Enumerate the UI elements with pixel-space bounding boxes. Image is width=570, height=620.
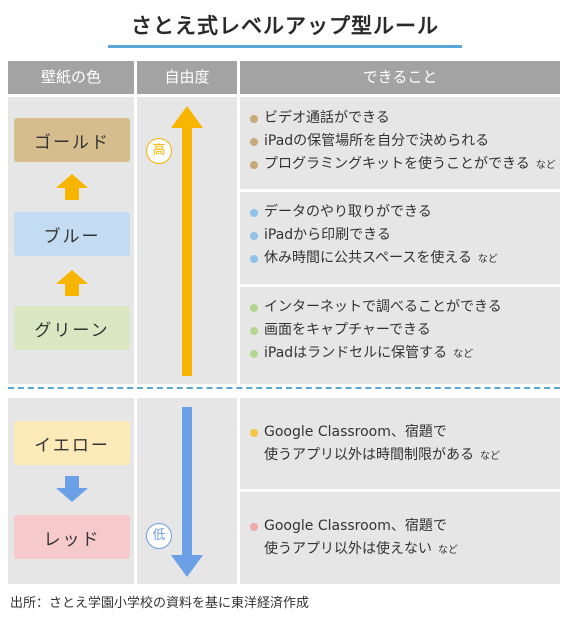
freedom-down-arrow-icon (171, 407, 203, 577)
header-freedom: 自由度 (137, 61, 237, 94)
abilities-text-yellow: Google Classroom、宿題で 使うアプリ以外は時間制限があるなど (250, 421, 560, 468)
level-gold: ゴールド (14, 118, 130, 162)
list-item: Google Classroom、宿題で (250, 515, 560, 538)
list-item: iPadはランドセルに保管するなど (250, 342, 560, 366)
freedom-low-badge: 低 (146, 523, 172, 549)
title-underline (108, 45, 462, 48)
header-level: 壁紙の色 (8, 61, 134, 94)
etc-suffix: など (438, 545, 458, 556)
etc-suffix: など (535, 160, 556, 171)
etc-suffix: など (477, 254, 498, 265)
abilities-cell-blue (240, 192, 560, 284)
list-item: プログラミングキットを使うことができるなど (250, 153, 560, 177)
page-title: さとえ式レベルアップ型ルール (131, 14, 439, 38)
list-item: 休み時間に公共スペースを使えるなど (250, 247, 560, 271)
abilities-cell-green (240, 287, 560, 384)
level-yellow: イエロー (14, 421, 130, 465)
list-item: iPadの保管場所を自分で決められる (250, 130, 560, 153)
source-note: 出所：さとえ学園小学校の資料を基に東洋経済作成 (10, 596, 310, 611)
level-red: レッド (14, 515, 130, 559)
list-item: Google Classroom、宿題で (250, 421, 560, 444)
arrow-down-icon (56, 476, 88, 502)
abilities-list-blue: データのやり取りができる iPadから印刷できる 休み時間に公共スペースを使える… (250, 201, 560, 271)
header-abilities: できること (240, 61, 560, 94)
freedom-up-arrow-icon (171, 106, 203, 376)
abilities-list-green: インターネットで調べることができる 画面をキャプチャーできる iPadはランドセ… (250, 296, 560, 366)
list-item-continued: 使うアプリ以外は使えないなど (264, 541, 458, 557)
list-item: インターネットで調べることができる (250, 296, 560, 319)
section-divider (8, 387, 560, 389)
etc-suffix: など (453, 349, 474, 360)
abilities-cell-yellow (240, 398, 560, 489)
list-item: 画面をキャプチャーできる (250, 319, 560, 342)
abilities-cell-red (240, 492, 560, 584)
abilities-list-gold: ビデオ通話ができる iPadの保管場所を自分で決められる プログラミングキットを… (250, 107, 560, 177)
level-green: グリーン (14, 306, 130, 350)
arrow-up-icon (56, 174, 88, 200)
abilities-cell-gold (240, 97, 560, 189)
etc-suffix: など (480, 451, 500, 462)
abilities-text-red: Google Classroom、宿題で 使うアプリ以外は使えないなど (250, 515, 560, 562)
list-item-continued: 使うアプリ以外は時間制限があるなど (264, 447, 500, 463)
list-item: データのやり取りができる (250, 201, 560, 224)
level-blue: ブルー (14, 212, 130, 256)
list-item: ビデオ通話ができる (250, 107, 560, 130)
list-item: iPadから印刷できる (250, 224, 560, 247)
arrow-up-icon (56, 270, 88, 296)
freedom-high-badge: 高 (146, 138, 172, 164)
